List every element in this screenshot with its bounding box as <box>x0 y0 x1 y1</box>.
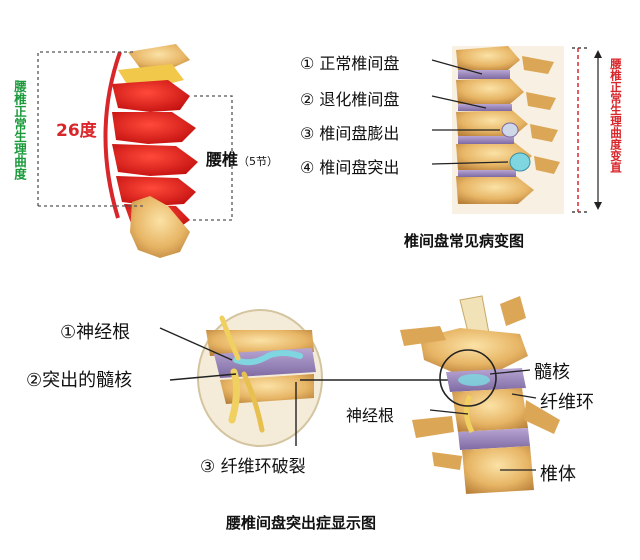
nerve-root-right-label: 神经根 <box>346 406 395 425</box>
lumbar-count: （5节） <box>238 155 279 168</box>
disc-item-4: ④ 椎间盘突出 <box>300 158 400 177</box>
annulus-rupture-label: ③ 纤维环破裂 <box>200 457 306 477</box>
disc-item-1: ① 正常椎间盘 <box>300 54 400 73</box>
normal-curvature-label: 腰椎正常生理曲度 <box>12 80 27 180</box>
herniation-caption: 腰椎间盘突出症显示图 <box>226 514 377 532</box>
disc-pathology-illustration <box>431 46 602 214</box>
disc-pathology-caption: 椎间盘常见病变图 <box>404 232 525 250</box>
magnified-herniation-illustration <box>159 309 470 447</box>
herniated-nucleus-label: ②突出的髓核 <box>26 370 133 391</box>
nucleus-label: 髓核 <box>534 362 570 383</box>
angle-label: 26度 <box>56 121 97 141</box>
curvature-straightened-label: 腰椎正常生理曲度变直 <box>609 58 623 173</box>
lumbar-label-group: 腰椎（5节） <box>206 146 278 170</box>
lumbar-label: 腰椎 <box>206 150 239 169</box>
disc-item-3: ③ 椎间盘膨出 <box>300 124 400 143</box>
vertebra-stack-illustration <box>400 295 560 494</box>
lumbar-spine-illustration <box>37 44 233 258</box>
disc-item-2: ② 退化椎间盘 <box>300 90 400 109</box>
nerve-root-label: ①神经根 <box>60 322 131 343</box>
vertebral-body-label: 椎体 <box>540 464 576 485</box>
annulus-label: 纤维环 <box>540 392 594 413</box>
